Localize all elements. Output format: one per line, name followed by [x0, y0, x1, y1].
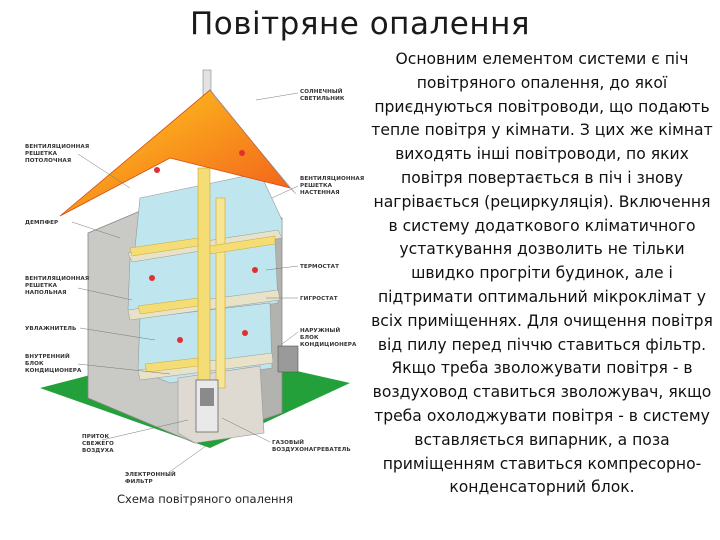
- label-line: ФИЛЬТР: [125, 479, 153, 485]
- label-line: КОНДИЦИОНЕРА: [300, 342, 357, 348]
- label-line: ВОЗДУХОНАГРЕВАТЕЛЬ: [272, 447, 351, 453]
- label-line: ВЕНТИЛЯЦИОННАЯ: [300, 176, 364, 182]
- label-line: БЛОК: [25, 361, 44, 367]
- branch-duct: [129, 237, 199, 257]
- label-line: ПРИТОК: [82, 434, 110, 440]
- label-humidifier: УВЛАЖНИТЕЛЬ: [25, 326, 76, 332]
- airflow-arrow: [242, 330, 248, 336]
- outdoor-ac-unit: [277, 345, 299, 373]
- label-line: СОЛНЕЧНЫЙ: [300, 87, 343, 95]
- leader-lines: [71, 92, 299, 474]
- airflow-arrow: [252, 267, 258, 273]
- label-line: БЛОК: [300, 335, 319, 341]
- branch-duct: [209, 235, 276, 255]
- airflow-arrow: [154, 167, 160, 173]
- slide-title: Повітряне опалення: [189, 6, 531, 42]
- branch-duct: [137, 297, 199, 315]
- label-line: ВЕНТИЛЯЦИОННАЯ: [25, 144, 89, 150]
- label-line: РЕШЕТКА: [25, 283, 58, 289]
- label-line: ГАЗОВЫЙ: [272, 438, 304, 446]
- airflow-arrow: [149, 275, 155, 281]
- label-line: ВОЗДУХА: [82, 448, 114, 454]
- label-line: ГИГРОСТАТ: [300, 296, 338, 302]
- label-line: ТЕРМОСТАТ: [300, 264, 339, 270]
- label-line: ЭЛЕКТРОННЫЙ: [125, 470, 176, 478]
- label-line: СВЕЖЕГО: [82, 441, 114, 447]
- description-text: Основним елементом системи є піч повітря…: [371, 50, 713, 497]
- label-line: РЕШЕТКА: [300, 183, 333, 189]
- figure-caption: Схема повітряного опалення: [116, 492, 293, 506]
- label-line: ВЕНТИЛЯЦИОННАЯ: [25, 276, 89, 282]
- label-line: РЕШЕТКА: [25, 151, 58, 157]
- label-line: НАРУЖНЫЙ: [300, 326, 340, 334]
- label-hygrostat: ГИГРОСТАТ: [300, 296, 338, 302]
- label-line: ВНУТРЕННИЙ: [25, 352, 70, 360]
- return-duct: [215, 197, 226, 389]
- label-line: НАПОЛЬНАЯ: [25, 290, 67, 296]
- label-line: УВЛАЖНИТЕЛЬ: [25, 326, 76, 332]
- label-line: СВЕТИЛЬНИК: [300, 96, 345, 102]
- airflow-arrow: [239, 150, 245, 156]
- label-damper: ДЕМПФЕР: [25, 220, 58, 226]
- branch-duct: [144, 357, 199, 373]
- furnace-panel: [200, 388, 214, 406]
- label-line: ДЕМПФЕР: [25, 220, 58, 226]
- label-thermostat: ТЕРМОСТАТ: [300, 264, 339, 270]
- label-line: КОНДИЦИОНЕРА: [25, 368, 82, 374]
- label-line: НАСТЕННАЯ: [300, 190, 340, 196]
- supply-duct: [197, 167, 211, 389]
- airflow-arrow: [177, 337, 183, 343]
- roof-edge: [209, 89, 297, 195]
- label-line: ПОТОЛОЧНАЯ: [25, 158, 71, 164]
